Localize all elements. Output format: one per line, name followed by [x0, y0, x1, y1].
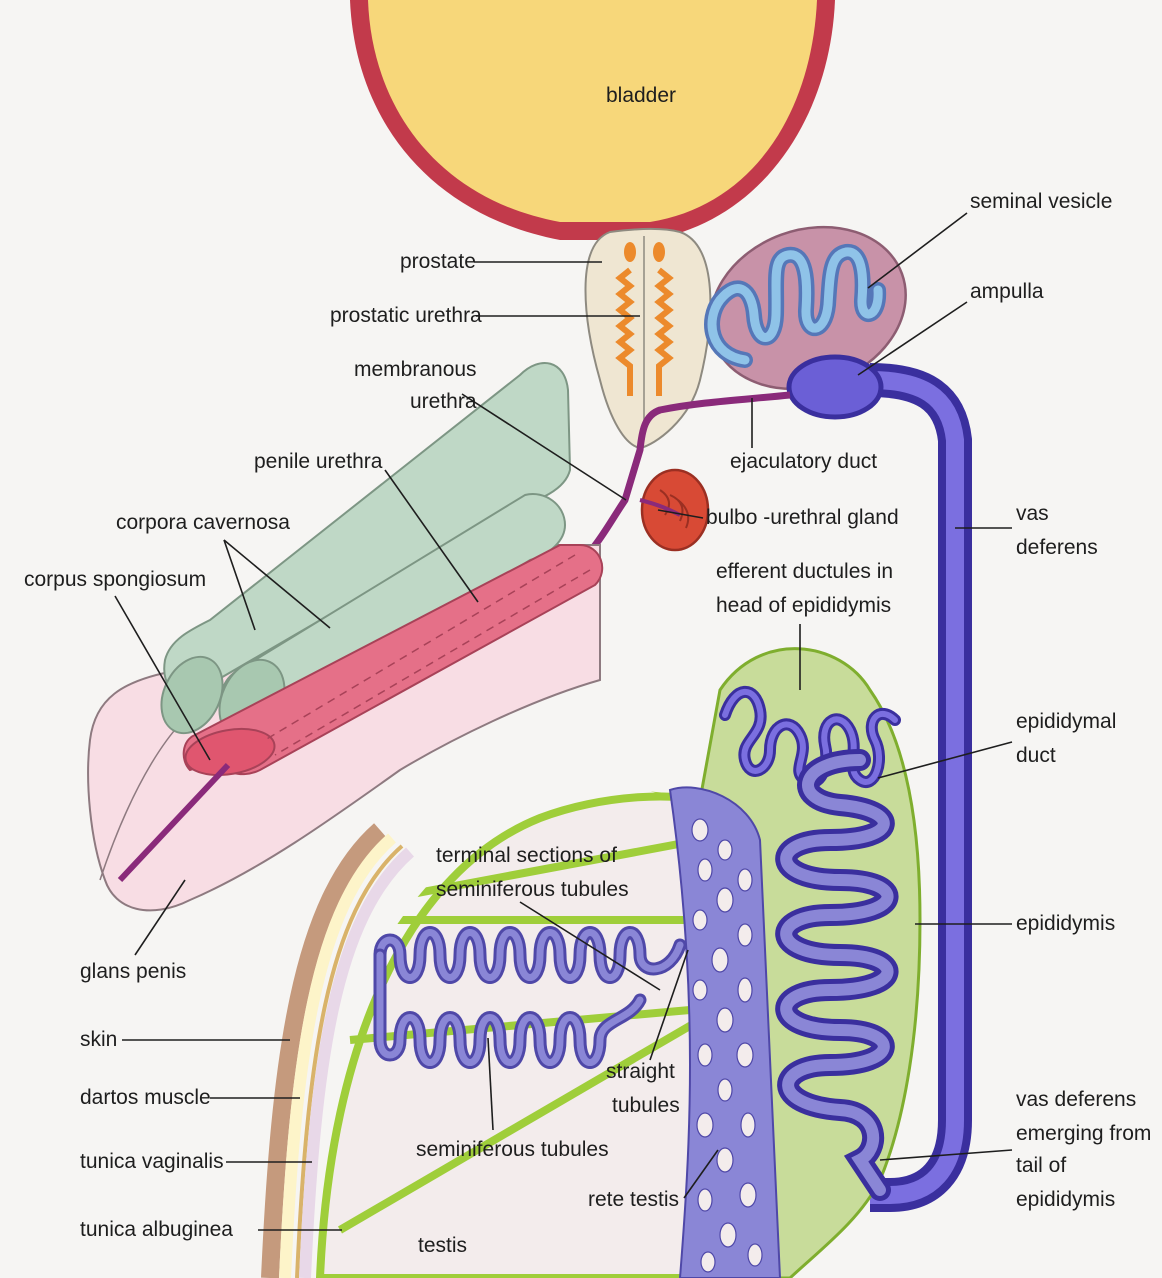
leader-lines: [114, 212, 1013, 1231]
label-testis: testis: [418, 1234, 467, 1257]
label-prostatic-urethra: prostatic urethra: [330, 304, 482, 327]
labels: bladder seminal vesicle prostate ampulla…: [24, 84, 1151, 1257]
penis: [87, 362, 604, 912]
label-straight-tubules-line1: straight: [606, 1060, 675, 1083]
label-corpora-cavernosa: corpora cavernosa: [116, 511, 290, 534]
label-membranous-urethra-line1: membranous: [354, 358, 477, 381]
seminal-vesicle: [704, 225, 907, 391]
label-terminal-sections-line1: terminal sections of: [436, 844, 617, 867]
label-bulbo-urethral-gland: bulbo -urethral gland: [706, 506, 899, 529]
scrotal-layers: [261, 823, 414, 1278]
label-penile-urethra: penile urethra: [254, 450, 383, 473]
label-vas-emerging-line2: emerging from: [1016, 1122, 1151, 1145]
label-vas-emerging-line4: epididymis: [1016, 1188, 1115, 1211]
label-ejaculatory-duct: ejaculatory duct: [730, 450, 877, 473]
prostate: [584, 228, 712, 450]
label-bladder: bladder: [606, 84, 676, 107]
label-ampulla: ampulla: [970, 280, 1044, 303]
label-epididymal-duct-line1: epididymal: [1016, 710, 1116, 733]
label-glans-penis: glans penis: [80, 960, 186, 983]
label-seminiferous-tubules: seminiferous tubules: [416, 1138, 609, 1161]
label-membranous-urethra-line2: urethra: [410, 390, 477, 413]
label-tunica-vaginalis: tunica vaginalis: [80, 1150, 224, 1173]
label-rete-testis: rete testis: [588, 1188, 679, 1211]
label-epididymis: epididymis: [1016, 912, 1115, 935]
vas-deferens: [786, 354, 972, 1212]
label-efferent-ductules-line2: head of epididymis: [716, 594, 891, 617]
label-vas-emerging-line3: tail of: [1016, 1154, 1066, 1177]
label-seminal-vesicle: seminal vesicle: [970, 190, 1112, 213]
label-prostate: prostate: [400, 250, 476, 273]
label-vas-emerging-line1: vas deferens: [1016, 1088, 1136, 1111]
label-corpus-spongiosum: corpus spongiosum: [24, 568, 206, 591]
rete-testis: [668, 786, 782, 1278]
label-skin: skin: [80, 1028, 117, 1051]
label-efferent-ductules-line1: efferent ductules in: [716, 560, 893, 583]
label-vas-deferens-line2: deferens: [1016, 536, 1098, 559]
label-terminal-sections-line2: seminiferous tubules: [436, 878, 629, 901]
label-dartos-muscle: dartos muscle: [80, 1086, 211, 1109]
label-vas-deferens-line1: vas: [1016, 502, 1049, 525]
label-epididymal-duct-line2: duct: [1016, 744, 1056, 767]
label-straight-tubules-line2: tubules: [612, 1094, 680, 1117]
urethra-ducts: [574, 391, 791, 564]
bladder: [350, 0, 835, 240]
label-tunica-albuginea: tunica albuginea: [80, 1218, 233, 1241]
